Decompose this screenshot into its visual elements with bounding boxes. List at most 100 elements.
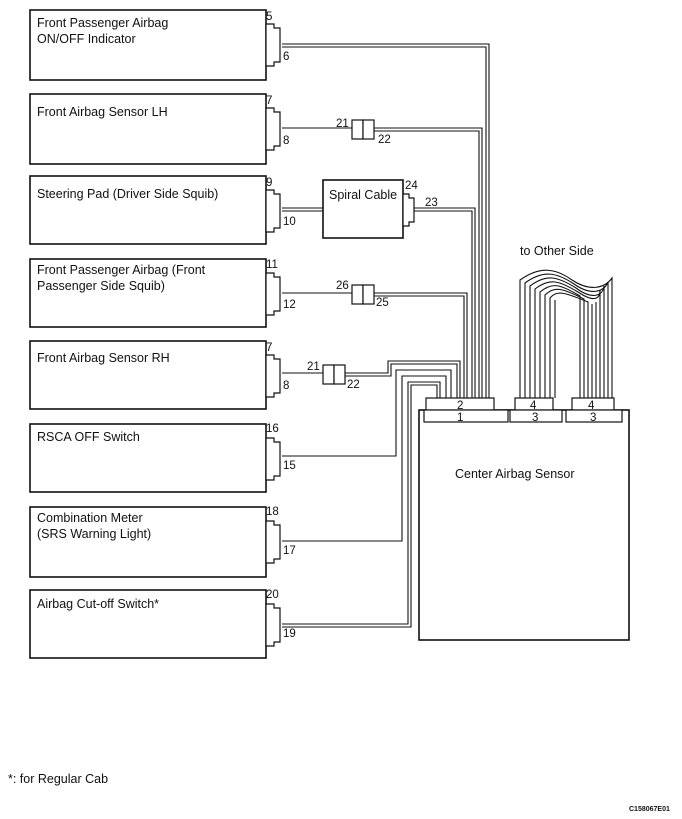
pin-number: 6 <box>283 51 289 63</box>
pin-number: 18 <box>266 506 279 518</box>
wire-sensor-rh-b <box>345 360 461 398</box>
component-box <box>29 93 267 165</box>
pin-number: 15 <box>283 460 296 472</box>
component-front-airbag-sensor-lh: Front Airbag Sensor LH 7 8 <box>29 93 289 165</box>
pin-number: 3 <box>590 412 596 424</box>
connector <box>402 193 415 227</box>
component-box <box>29 506 267 578</box>
component-label: Airbag Cut-off Switch* <box>37 597 159 611</box>
junction-half <box>351 284 364 305</box>
pin-number: 17 <box>283 545 296 557</box>
component-label: RSCA OFF Switch <box>37 430 140 444</box>
component-box <box>29 589 267 659</box>
component-box <box>29 9 267 81</box>
component-label: ON/OFF Indicator <box>37 32 136 46</box>
pin-number: 2 <box>457 400 463 412</box>
wire-fp-airbag-b <box>374 292 468 398</box>
component-label: Front Passenger Airbag (Front <box>37 263 206 277</box>
component-box <box>29 175 267 245</box>
pin-number: 16 <box>266 423 279 435</box>
connector <box>265 272 281 316</box>
pin-number: 24 <box>405 180 418 192</box>
pin-number: 22 <box>378 134 391 146</box>
component-front-passenger-airbag: Front Passenger Airbag (Front Passenger … <box>29 258 296 328</box>
component-label: Passenger Side Squib) <box>37 279 165 293</box>
component-box <box>29 423 267 493</box>
pin-number: 20 <box>266 589 279 601</box>
connector <box>265 354 281 398</box>
connector <box>265 107 281 151</box>
pin-number: 12 <box>283 299 296 311</box>
spiral-cable-label: Spiral Cable <box>329 188 397 202</box>
component-label: Front Airbag Sensor LH <box>37 105 168 119</box>
component-label: Combination Meter <box>37 511 143 525</box>
pin-number: 7 <box>266 342 272 354</box>
wire-combination-meter <box>282 375 447 542</box>
junction-lh: 21 22 <box>336 118 391 146</box>
component-label: Front Airbag Sensor RH <box>37 351 170 365</box>
wire-onoff-indicator-b <box>282 46 487 398</box>
connector <box>265 437 281 481</box>
bundle-wire <box>534 281 601 398</box>
component-label: Steering Pad (Driver Side Squib) <box>37 187 218 201</box>
pin-number: 10 <box>283 216 296 228</box>
wire-airbag-cutoff <box>282 381 441 625</box>
pin-number: 9 <box>266 177 272 189</box>
component-fp-onoff-indicator: Front Passenger Airbag ON/OFF Indicator … <box>29 9 289 81</box>
sensor-connector-bottom <box>509 409 563 423</box>
component-rsca-off-switch: RSCA OFF Switch 16 15 <box>29 423 296 493</box>
component-front-airbag-sensor-rh: Front Airbag Sensor RH 7 8 <box>29 340 289 410</box>
pin-number: 8 <box>283 380 289 392</box>
pin-number: 25 <box>376 297 389 309</box>
bundle-wire <box>529 277 605 398</box>
pin-number: 5 <box>266 11 272 23</box>
wire-onoff-indicator <box>282 43 490 398</box>
component-label: Front Passenger Airbag <box>37 16 168 30</box>
pin-number: 4 <box>588 400 595 412</box>
pin-number: 19 <box>283 628 296 640</box>
spiral-cable-box <box>322 179 404 239</box>
pin-number: 21 <box>307 361 320 373</box>
pin-number: 7 <box>266 95 272 107</box>
wires <box>282 43 490 628</box>
bundle-wire <box>539 285 581 398</box>
pin-number: 23 <box>425 197 438 209</box>
bundle-wire <box>544 288 585 398</box>
component-box <box>29 340 267 410</box>
sensor-connector-bottom <box>565 409 623 423</box>
connector <box>265 23 281 67</box>
pin-number: 4 <box>530 400 537 412</box>
junction-half <box>333 364 346 385</box>
to-other-side-label: to Other Side <box>520 244 594 258</box>
pin-number: 21 <box>336 118 349 130</box>
figure-code: C158067E01 <box>629 806 670 813</box>
wire-sensor-lh-b <box>374 127 483 398</box>
component-combination-meter: Combination Meter (SRS Warning Light) 18… <box>29 506 296 578</box>
other-side-bundle <box>519 269 613 398</box>
wire-fp-airbag-c <box>374 295 465 398</box>
junction-half <box>362 119 375 140</box>
footnote: *: for Regular Cab <box>8 772 108 786</box>
spiral-cable: Spiral Cable 24 23 <box>322 179 438 239</box>
connector <box>265 603 281 647</box>
connector <box>265 189 281 233</box>
junction-half <box>351 119 364 140</box>
pin-number: 8 <box>283 135 289 147</box>
sensor-connector-bottom <box>423 409 509 423</box>
center-airbag-sensor: 2 1 4 3 4 3 Center Airbag Sensor <box>418 397 630 641</box>
pin-number: 11 <box>266 259 278 271</box>
center-sensor-label: Center Airbag Sensor <box>455 467 575 481</box>
wire-rsca-off <box>282 369 452 457</box>
pin-number: 3 <box>532 412 538 424</box>
pin-number: 1 <box>457 412 463 424</box>
wire-spiral-cable <box>414 207 476 398</box>
pin-number: 22 <box>347 379 360 391</box>
junction-rh: 21 22 <box>307 361 360 391</box>
junction-half <box>362 284 375 305</box>
wire-airbag-cutoff-b <box>282 384 438 628</box>
component-steering-pad: Steering Pad (Driver Side Squib) 9 10 <box>29 175 296 245</box>
wire-spiral-cable-b <box>414 210 473 398</box>
junction-half <box>322 364 335 385</box>
center-sensor-box <box>418 409 630 641</box>
